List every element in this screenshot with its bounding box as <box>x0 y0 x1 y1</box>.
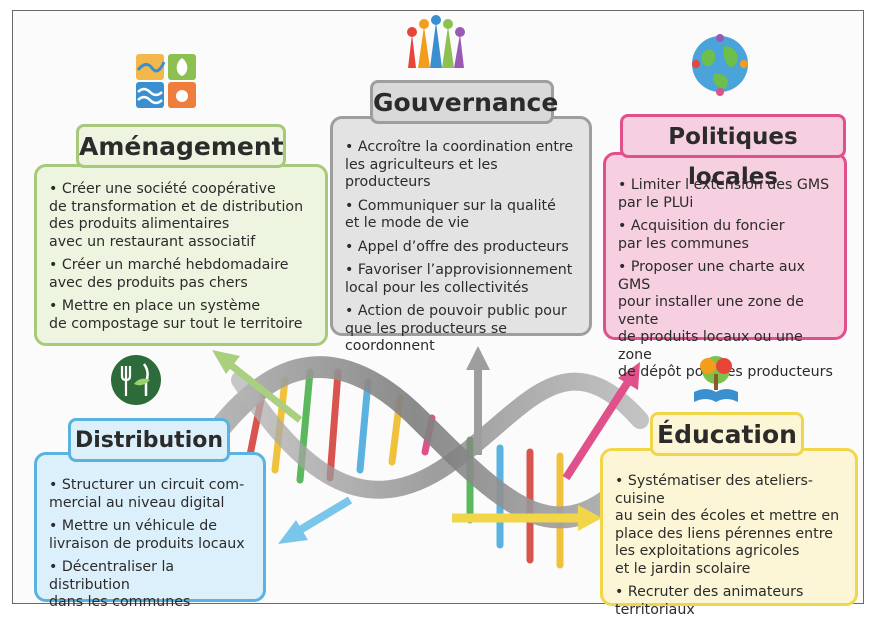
landscape-tiles-icon <box>134 52 198 114</box>
distribution-item: • Structurer un circuit com- mercial au … <box>49 477 245 511</box>
arrow-to-gouvernance <box>466 346 490 455</box>
gouvernance-item: • Appel d’offre des producteurs <box>345 238 569 255</box>
arrow-to-amenagement <box>212 350 303 423</box>
distribution-title: Distribution <box>68 418 230 462</box>
politiques-title: Politiques locales <box>620 114 846 190</box>
amenagement-item: • Mettre en place un système de composta… <box>49 298 303 332</box>
gouvernance-item: • Accroître la coordination entre les ag… <box>345 139 574 190</box>
raised-hands-icon <box>400 12 472 74</box>
open-book-tree-icon <box>688 350 744 410</box>
gouvernance-item: • Favoriser l’approvisionnement local po… <box>345 262 573 296</box>
arrow-to-distribution <box>278 496 353 544</box>
education-list: • Systématiser des ateliers-cuisine au s… <box>615 473 845 619</box>
community-globe-icon <box>688 32 752 100</box>
amenagement-box: • Créer une société coopérative de trans… <box>34 164 328 346</box>
education-item: • Recruter des animateurs territoriaux <box>615 584 804 618</box>
amenagement-title: Aménagement <box>76 124 286 168</box>
politiques-list: • Limiter l’extension des GMS par le PLU… <box>618 177 834 382</box>
gouvernance-box: • Accroître la coordination entre les ag… <box>330 116 592 354</box>
education-title: Éducation <box>650 412 804 456</box>
amenagement-item: • Créer un marché hebdomadaire avec des … <box>49 257 289 291</box>
gouvernance-list: • Accroître la coordination entre les ag… <box>345 139 579 356</box>
arrow-to-politiques <box>562 362 640 481</box>
distribution-list: • Structurer un circuit com- mercial au … <box>49 477 253 612</box>
arrow-to-education <box>452 505 602 531</box>
education-box: • Systématiser des ateliers-cuisine au s… <box>600 448 858 618</box>
education-item: • Systématiser des ateliers-cuisine au s… <box>615 473 840 577</box>
distribution-item: • Mettre un véhicule de livraison de pro… <box>49 518 245 552</box>
dna-strand-b <box>231 371 649 499</box>
amenagement-list: • Créer une société coopérative de trans… <box>49 181 315 333</box>
gouvernance-item: • Action de pouvoir public pour que les … <box>345 303 567 354</box>
politiques-item: • Limiter l’extension des GMS par le PLU… <box>618 177 830 211</box>
distribution-box: • Structurer un circuit com- mercial au … <box>34 452 266 610</box>
gouvernance-item: • Communiquer sur la qualité et le mode … <box>345 197 556 232</box>
fork-knife-leaf-icon <box>110 354 162 410</box>
distribution-item: • Décentraliser la distribution dans les… <box>49 559 191 610</box>
politiques-item: • Acquisition du foncier par les commune… <box>618 218 785 252</box>
gouvernance-title: Gouvernance <box>370 80 558 124</box>
politiques-item: • Proposer une charte aux GMS pour insta… <box>618 259 833 380</box>
amenagement-item: • Créer une société coopérative de trans… <box>49 181 304 250</box>
